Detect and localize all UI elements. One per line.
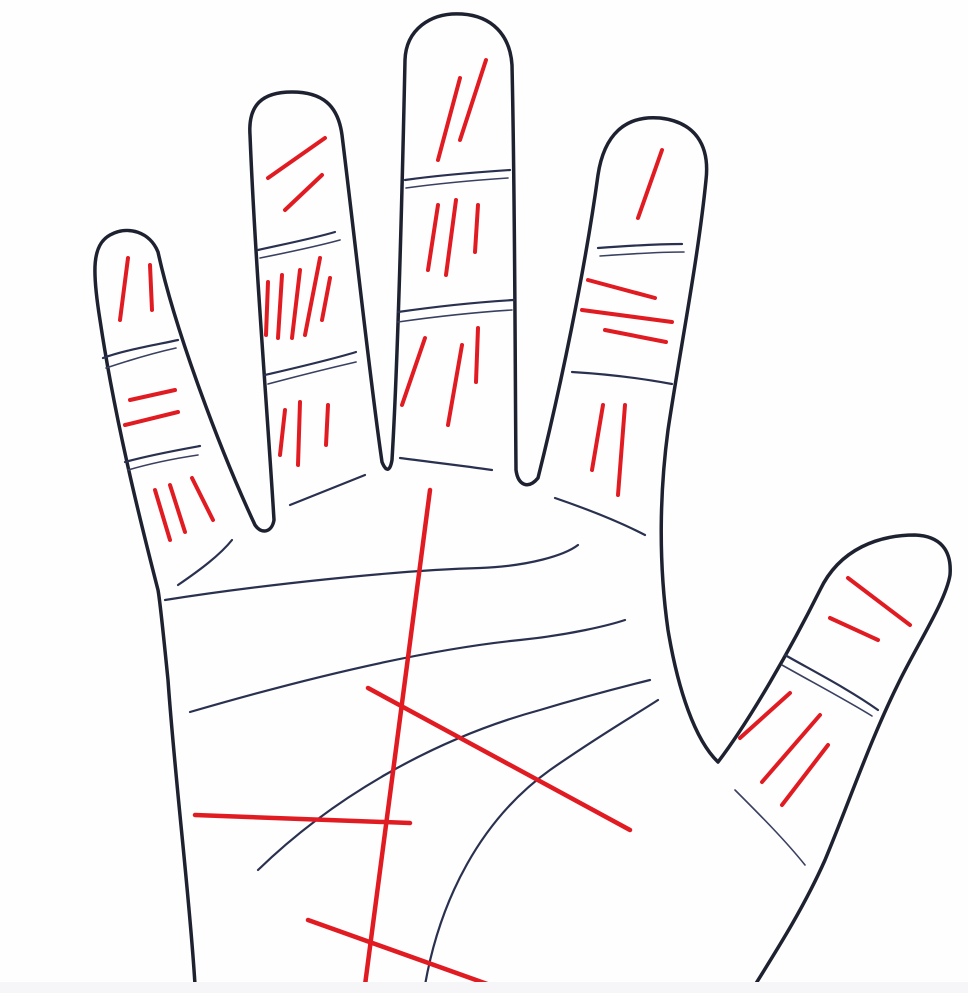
- index-crease-upper-2: [600, 252, 684, 256]
- ring-mid-mark-3: [292, 270, 300, 338]
- middle-tip-mark-1: [438, 78, 460, 160]
- ring-base-mark-2: [298, 402, 300, 465]
- ring-base-crease: [290, 475, 365, 505]
- pinky-mid-mark-2: [125, 412, 178, 425]
- middle-mid-mark-1: [428, 205, 438, 270]
- middle-base-mark-1: [402, 338, 425, 405]
- pinky-crease-lower-2: [128, 455, 198, 470]
- index-crease-lower: [572, 372, 672, 384]
- palm-vertical-mark: [365, 490, 430, 985]
- index-mid-mark-1: [588, 280, 655, 298]
- pinky-tip-mark-1: [120, 258, 128, 320]
- ring-base-mark-3: [326, 405, 328, 445]
- middle-base-mark-3: [476, 328, 478, 382]
- life-line: [258, 680, 650, 870]
- middle-crease-upper-2: [406, 178, 508, 188]
- thumb-tip-mark-2: [830, 618, 878, 640]
- ring-crease-upper-2: [260, 240, 340, 258]
- thumb-crease-2: [782, 665, 872, 716]
- thumb-crease: [785, 655, 878, 710]
- ring-tip-mark-2: [285, 175, 322, 210]
- thumb-low-mark-3: [782, 745, 828, 805]
- pinky-base-crease: [178, 540, 232, 585]
- middle-crease-lower-2: [398, 310, 512, 322]
- middle-mid-mark-2: [446, 200, 456, 275]
- index-mid-mark-2: [582, 310, 672, 322]
- fate-line-curve: [425, 700, 658, 985]
- ring-mid-mark-5: [322, 278, 330, 320]
- palm-lower-diagonal-mark: [308, 920, 490, 985]
- bottom-edge-band: [0, 982, 968, 993]
- ring-base-mark-1: [280, 410, 285, 455]
- pinky-base-mark-1: [155, 490, 170, 540]
- finger-creases: [103, 170, 878, 865]
- index-crease-upper: [598, 244, 682, 248]
- ring-mid-mark-2: [278, 275, 282, 338]
- middle-base-mark-2: [448, 345, 462, 425]
- middle-tip-mark-2: [460, 60, 486, 140]
- heart-line: [165, 545, 578, 600]
- ring-mid-mark-4: [305, 258, 320, 335]
- index-base-mark-2: [618, 405, 625, 495]
- palm-lines: [165, 545, 658, 985]
- ring-crease-lower: [265, 352, 356, 375]
- ring-tip-mark-1: [268, 138, 325, 178]
- index-mid-mark-3: [605, 330, 666, 342]
- thumb-tip-mark-1: [848, 578, 910, 625]
- pinky-base-mark-2: [170, 485, 185, 532]
- middle-base-crease: [400, 458, 492, 470]
- index-base-crease: [555, 498, 645, 535]
- middle-crease-lower: [398, 300, 514, 312]
- ring-crease-lower-2: [268, 362, 356, 384]
- index-base-mark-1: [592, 405, 603, 470]
- ring-mid-mark-1: [266, 282, 268, 335]
- palm-diagonal-mark: [368, 688, 630, 830]
- hand-outline-path: [95, 14, 950, 985]
- middle-mid-mark-3: [475, 205, 478, 252]
- hand-outline: [95, 14, 950, 985]
- thumb-base-line: [735, 790, 805, 865]
- pinky-crease-upper-2: [106, 348, 176, 368]
- pinky-crease-upper: [103, 340, 178, 358]
- palm-horizontal-mark: [195, 815, 410, 823]
- pinky-mid-mark-1: [130, 390, 175, 400]
- ring-crease-upper: [258, 232, 335, 250]
- thumb-low-mark-1: [740, 693, 790, 738]
- pinky-base-mark-3: [192, 478, 213, 520]
- thumb-low-mark-2: [762, 715, 820, 782]
- pinky-crease-lower: [125, 446, 200, 462]
- index-tip-mark-1: [638, 150, 662, 218]
- pinky-tip-mark-2: [150, 265, 152, 310]
